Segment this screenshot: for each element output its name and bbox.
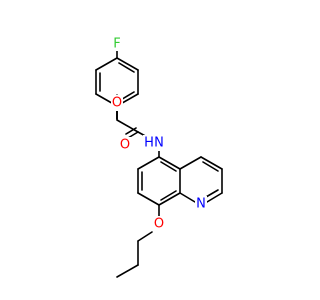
molecule-canvas: F O O H N N O	[95, 37, 223, 278]
quinoline-pyridine-ring	[179, 156, 223, 203]
propyl-chain	[116, 231, 153, 278]
structure-diagram: F O O H N N O	[95, 37, 223, 278]
amide-nitrogen-label: N	[154, 136, 164, 151]
ether-oxygen-atom: O	[111, 95, 123, 111]
carbonyl-bond-b	[125, 127, 137, 135]
carbonyl-oxygen-atom: O	[119, 137, 131, 153]
propoxy-oxygen-atom: O	[153, 216, 165, 232]
quinoline-benzo-ring	[137, 156, 181, 206]
carbonyl-oxygen-label: O	[120, 138, 130, 153]
propoxy-oxygen-label: O	[154, 217, 164, 232]
ether-oxygen-label: O	[112, 96, 122, 111]
ring-nitrogen-atom: N	[195, 196, 207, 212]
amide-hydrogen-label: H	[144, 136, 154, 151]
ring-nitrogen-label: N	[196, 197, 206, 212]
ch2-carbonyl-bond	[116, 119, 139, 133]
amide-nitrogen-atom: H N	[143, 135, 165, 151]
fluorine-label: F	[113, 37, 120, 52]
fluorine-atom: F	[111, 37, 123, 52]
